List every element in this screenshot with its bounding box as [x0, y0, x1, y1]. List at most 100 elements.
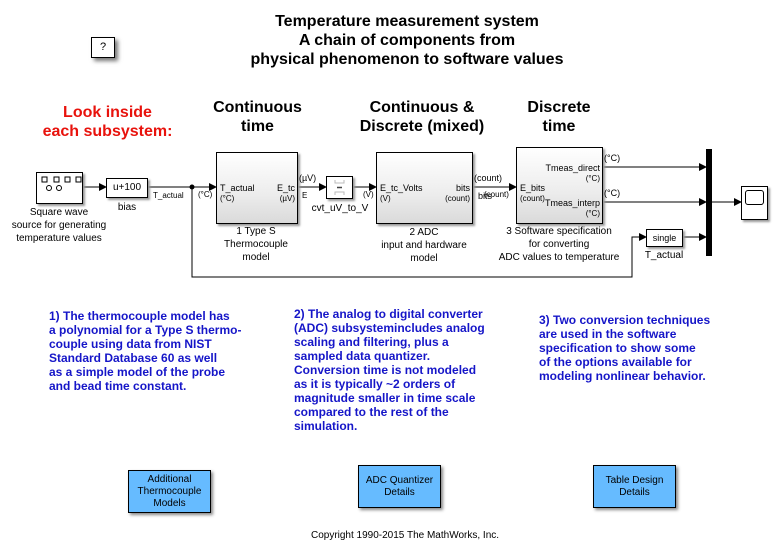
note-line: couple using data from NIST	[49, 337, 212, 351]
thermocouple-models-button[interactable]: Additional Thermocouple Models	[128, 470, 211, 513]
adc-quantizer-button[interactable]: ADC Quantizer Details	[358, 465, 441, 508]
adc-label: 2 ADC input and hardware model	[369, 226, 479, 265]
signal-label-bits: bits	[478, 191, 493, 201]
port-unit-degc: (°C)	[220, 194, 235, 203]
title-line-3: physical phenomenon to software values	[250, 51, 564, 68]
signal-unit-degc-2: (°C)	[604, 188, 621, 198]
cvt-label: cvt_uV_to_V	[311, 203, 369, 214]
software-spec-label: 3 Software specification for converting …	[494, 225, 624, 264]
port-unit-degc: (°C)	[585, 174, 600, 183]
branch-point	[189, 184, 195, 190]
cvt-uv-to-v-block[interactable]	[326, 176, 353, 199]
note-line: and bead time constant.	[49, 379, 187, 393]
single-label: T_actual	[644, 250, 684, 261]
copyright-notice: Copyright 1990-2015 The MathWorks, Inc.	[310, 530, 500, 541]
port-e-tc: E_tc	[276, 183, 295, 193]
note-line: (ADC) subsystemincludes analog	[294, 321, 485, 335]
label-line: for converting	[528, 239, 590, 250]
label-line: model	[410, 253, 438, 264]
heading-line: Discrete (mixed)	[359, 118, 485, 135]
port-unit-count: (count)	[520, 194, 545, 203]
mixed-time-heading: Continuous & Discrete (mixed)	[352, 98, 492, 136]
note-line: are used in the software	[539, 327, 677, 341]
label-line: input and hardware	[381, 240, 467, 251]
note-line: of the options available for	[539, 355, 692, 369]
port-e-tc-volts: E_tc_Volts	[380, 183, 423, 193]
signal-unit-v: (V)	[363, 190, 374, 199]
port-t-actual: T_actual	[220, 183, 255, 193]
heading-line: Continuous	[213, 99, 302, 116]
signal-unit-count-2: (count)	[484, 190, 509, 199]
scope-block[interactable]	[741, 186, 768, 220]
button-line: Models	[153, 497, 186, 509]
heading-line: Discrete	[527, 99, 591, 116]
signal-label-e: E	[302, 191, 308, 200]
note-line: as a simple model of the probe	[49, 365, 226, 379]
note-line: specification to show some	[539, 341, 696, 355]
single-type-text: single	[652, 233, 677, 243]
note-line: Standard Database 60 as well	[49, 351, 218, 365]
port-bits: bits	[455, 183, 470, 193]
thermocouple-label: 1 Type S Thermocouple model	[206, 225, 306, 264]
signal-unit-degc-1: (°C)	[604, 153, 621, 163]
note-line: compared to the rest of the	[294, 405, 449, 419]
button-line: Details	[384, 486, 415, 498]
signal-unit-t-actual: (°C)	[198, 190, 213, 199]
thermocouple-subsystem-block[interactable]: T_actual (°C) E_tc (µV)	[216, 152, 298, 224]
label-line: 1 Type S	[236, 226, 276, 237]
square-wave-label: Square wave source for generating temper…	[4, 206, 114, 245]
square-wave-source-block[interactable]	[36, 172, 83, 204]
help-button[interactable]: ?	[91, 37, 115, 58]
adc-subsystem-block[interactable]: E_tc_Volts (V) bits (count)	[376, 152, 473, 224]
title-line-1: Temperature measurement system	[275, 13, 539, 30]
port-unit-degc: (°C)	[585, 209, 600, 218]
bias-expression: u+100	[112, 182, 142, 193]
heading-line: time	[542, 118, 576, 135]
discrete-time-heading: Discrete time	[515, 98, 603, 136]
signal-unit-count: (count)	[474, 173, 503, 183]
data-type-conversion-block[interactable]: single	[646, 229, 683, 247]
note-software: 3) Two conversion techniques are used in…	[539, 313, 759, 383]
heading-line: Continuous &	[369, 99, 475, 116]
table-design-button[interactable]: Table Design Details	[593, 465, 676, 508]
label-line: source for generating	[11, 220, 107, 231]
note-line: modeling nonlinear behavior.	[539, 369, 706, 383]
label-line: Square wave	[29, 207, 89, 218]
note-line: magnitude smaller in time scale	[294, 391, 476, 405]
help-icon: ?	[99, 41, 107, 53]
button-line: Details	[619, 486, 650, 498]
bias-label: bias	[117, 202, 137, 213]
signal-generator-icon	[41, 176, 82, 191]
software-spec-subsystem-block[interactable]: Tmeas_direct (°C) E_bits (count) Tmeas_i…	[516, 147, 603, 224]
note-line: sampled data quantizer.	[294, 349, 431, 363]
label-line: 2 ADC	[409, 227, 439, 238]
button-line: ADC Quantizer	[365, 474, 434, 486]
note-line: simulation.	[294, 419, 358, 433]
button-line: Table Design	[605, 474, 664, 486]
note-thermocouple: 1) The thermocouple model has a polynomi…	[49, 309, 269, 393]
port-unit-v: (V)	[380, 194, 391, 203]
label-line: temperature values	[16, 233, 102, 244]
note-line: 2) The analog to digital converter	[294, 307, 483, 321]
scope-icon	[745, 190, 764, 205]
label-line: model	[242, 252, 270, 263]
note-line: 1) The thermocouple model has	[49, 309, 230, 323]
port-unit-count: (count)	[445, 194, 470, 203]
heading-line: time	[241, 118, 274, 135]
note-adc: 2) The analog to digital converter (ADC)…	[294, 307, 514, 433]
signal-unit-uv: (µV)	[299, 173, 317, 183]
unit-conversion-icon	[334, 180, 345, 195]
heading-line: Look inside	[63, 104, 152, 121]
note-line: scaling and filtering, plus a	[294, 335, 449, 349]
button-line: Thermocouple	[137, 485, 202, 497]
label-line: Thermocouple	[224, 239, 288, 250]
look-inside-heading: Look inside each subsystem:	[30, 103, 185, 141]
port-tmeas-interp: Tmeas_interp	[544, 198, 600, 208]
label-line: 3 Software specification	[506, 226, 612, 237]
bias-block[interactable]: u+100	[106, 178, 148, 198]
note-line: 3) Two conversion techniques	[539, 313, 711, 327]
note-line: as it is typically ~2 orders of	[294, 377, 456, 391]
wire-t-actual-branch	[191, 187, 647, 278]
label-line: ADC values to temperature	[498, 252, 620, 263]
